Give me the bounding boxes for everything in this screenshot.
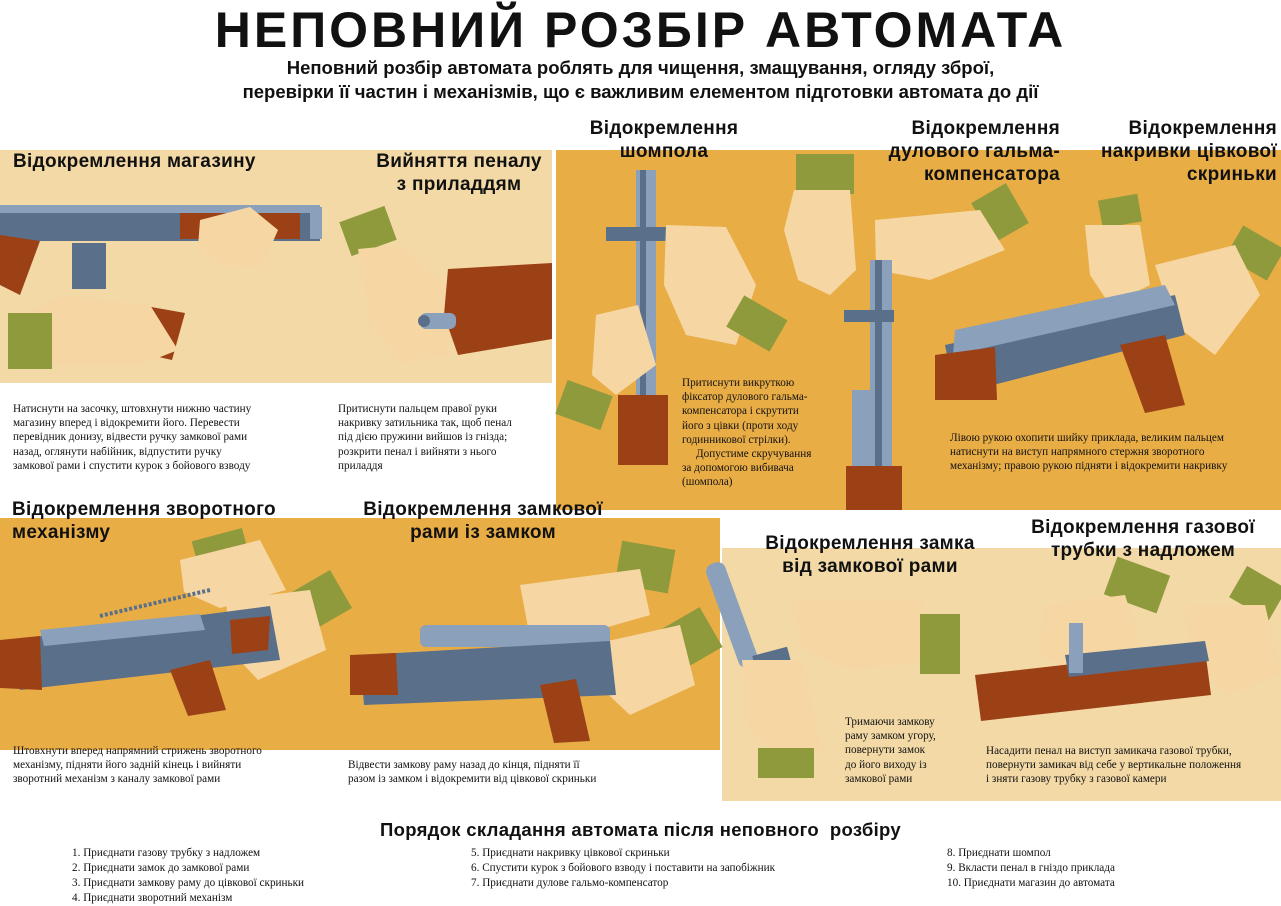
- caption-line: Лівою рукою охопити шийку приклада, вели…: [950, 432, 1224, 444]
- caption-line: механізму, підняти його задній кінець і …: [13, 759, 242, 772]
- illustration-cleaning-rod: [555, 170, 788, 465]
- heading-line: трубки з надложем: [1050, 540, 1236, 561]
- heading-line: Відокремлення магазину: [13, 151, 256, 172]
- assembly-list-item: 10. Приєднати магазин до автомата: [947, 877, 1115, 889]
- caption-line: повернути замок: [845, 744, 926, 757]
- caption-line: разом із замком і відокремити від цівков…: [348, 773, 597, 786]
- step-caption-gas-tube: Насадити пенал на виступ замикача газово…: [986, 744, 1276, 787]
- caption-line: і зняти газову трубку з газової камери: [986, 773, 1167, 786]
- illustration-bolt-carrier: [350, 540, 723, 743]
- heading-line: Відокремлення зворотного: [12, 499, 276, 520]
- assembly-list-item: 8. Приєднати шомпол: [947, 847, 1051, 859]
- caption-line: натиснути на виступ напрямного стержня з…: [950, 446, 1205, 459]
- caption-line: за допомогою вибивача: [682, 462, 794, 475]
- step-caption-muzzle-brake: Притиснути викруткою фіксатор дулового г…: [682, 376, 830, 490]
- illustration-bolt-removal: [706, 562, 960, 778]
- assembly-heading: Порядок складання автомата після неповно…: [380, 819, 901, 840]
- assembly-list-column-2: 5. Приєднати накривку цівкової скриньки …: [471, 846, 775, 891]
- page-subtitle-line-1: Неповний розбір автомата роблять для чищ…: [286, 57, 995, 78]
- step-caption-penal: Притиснути пальцем правої руки накривку …: [338, 402, 543, 473]
- assembly-list-item: 4. Приєднати зворотний механізм: [72, 892, 233, 904]
- step-heading-muzzle-brake: Відокремлення дулового гальма- компенсат…: [864, 117, 1060, 186]
- assembly-list-item: 7. Приєднати дулове гальмо-компенсатор: [471, 877, 669, 889]
- heading-line: дулового гальма-: [888, 141, 1060, 162]
- caption-line: Натиснути на засочку, штовхнути нижню ча…: [13, 403, 252, 415]
- caption-line: (шомпола): [682, 476, 733, 489]
- caption-line: замкової рами: [845, 772, 913, 785]
- heading-line: Відокремлення замкової: [363, 499, 603, 520]
- step-heading-recoil-mechanism: Відокремлення зворотного механізму: [12, 498, 276, 544]
- caption-line: зворотний механізм з каналу замкової рам…: [13, 773, 221, 786]
- caption-line: Насадити пенал на виступ замикача газово…: [986, 745, 1232, 757]
- caption-line: до його виходу із: [845, 758, 927, 771]
- heading-line: Відокремлення: [1128, 118, 1277, 139]
- caption-line: раму замком угору,: [845, 730, 936, 743]
- heading-line: Вийняття пеналу: [376, 151, 542, 172]
- caption-line: Штовхнути вперед напрямний стрижень звор…: [13, 745, 262, 757]
- heading-line: накривки цівкової: [1101, 141, 1277, 162]
- caption-line: Тримаючи замкову: [845, 716, 935, 728]
- caption-line: компенсатора і скрутити: [682, 405, 799, 418]
- assembly-list-column-1: 1. Приєднати газову трубку з надложем 2.…: [72, 846, 304, 906]
- illustration-receiver-cover: [935, 193, 1281, 413]
- step-heading-cleaning-rod: Відокремлення шомпола: [560, 117, 768, 163]
- assembly-list-item: 6. Спустити курок з бойового взводу і по…: [471, 862, 776, 874]
- step-caption-receiver-cover: Лівою рукою охопити шийку приклада, вели…: [950, 431, 1276, 474]
- caption-line: повернути замикач від себе у вертикальне…: [986, 759, 1242, 772]
- heading-line: від замкової рами: [782, 556, 958, 577]
- heading-line: з приладдям: [396, 174, 522, 195]
- heading-line: шомпола: [619, 141, 709, 162]
- assembly-list-item: 1. Приєднати газову трубку з надложем: [72, 847, 261, 859]
- heading-line: скриньки: [1186, 164, 1277, 185]
- step-heading-receiver-cover: Відокремлення накривки цівкової скриньки: [1081, 117, 1277, 186]
- step-caption-bolt: Тримаючи замкову раму замком угору, пове…: [845, 715, 951, 786]
- caption-line: Відвести замкову раму назад до кінця, пі…: [348, 759, 580, 771]
- caption-line: накривку затильника так, щоб пенал: [338, 417, 512, 430]
- heading-line: Відокремлення газової: [1031, 517, 1255, 538]
- caption-line: Допустиме скручування: [696, 448, 812, 461]
- heading-line: Відокремлення: [589, 118, 739, 139]
- caption-line: годинникової стрілки).: [682, 433, 791, 446]
- assembly-list-item: 3. Приєднати замкову раму до цівкової ск…: [72, 877, 305, 889]
- step-heading-penal: Вийняття пеналу з приладдям: [366, 150, 552, 196]
- caption-line: фіксатор дулового гальма-: [682, 391, 808, 404]
- step-heading-bolt-carrier: Відокремлення замкової рами із замком: [340, 498, 626, 544]
- illustration-penal-removal: [339, 205, 552, 363]
- caption-line: Притиснути пальцем правої руки: [338, 403, 498, 415]
- caption-line: під дією пружини вийшов із гнізда;: [338, 431, 508, 444]
- heading-line: Відокремлення: [911, 118, 1060, 139]
- caption-line: магазину вперед і відокремити його. Пере…: [13, 417, 240, 430]
- heading-line: Відокремлення замка: [765, 533, 975, 554]
- heading-line: рами із замком: [410, 522, 556, 543]
- page-subtitle-line-2: перевірки її частин і механізмів, що є в…: [242, 81, 1039, 102]
- step-caption-magazine: Натиснути на засочку, штовхнути нижню ча…: [13, 402, 301, 473]
- assembly-list-item: 9. Вкласти пенал в гніздо приклада: [947, 862, 1115, 874]
- assembly-list-column-3: 8. Приєднати шомпол 9. Вкласти пенал в г…: [947, 846, 1115, 891]
- heading-line: механізму: [12, 522, 111, 543]
- step-heading-gas-tube: Відокремлення газової трубки з надложем: [1010, 516, 1276, 562]
- step-heading-magazine: Відокремлення магазину: [13, 150, 256, 173]
- illustration-gas-tube: [975, 556, 1281, 721]
- illustration-recoil-mechanism: [0, 527, 353, 716]
- caption-line: механізму; правою рукою підняти і відокр…: [950, 460, 1228, 473]
- illustration-muzzle-brake: [784, 154, 1029, 510]
- page-title: НЕПОВНИЙ РОЗБІР АВТОМАТА: [214, 2, 1067, 58]
- caption-line: Притиснути викруткою: [682, 377, 795, 389]
- caption-line: розкрити пенал і вийняти з нього: [338, 445, 497, 458]
- assembly-list-item: 5. Приєднати накривку цівкової скриньки: [471, 847, 670, 859]
- step-heading-bolt: Відокремлення замка від замкової рами: [745, 532, 995, 578]
- heading-line: компенсатора: [924, 164, 1060, 185]
- caption-line: назад, оглянути набійник, відпустити руч…: [13, 445, 222, 458]
- assembly-list-item: 2. Приєднати замок до замкової рами: [72, 862, 250, 874]
- caption-line: його з цівки (проти ходу: [682, 419, 799, 432]
- illustration-magazine-removal: [0, 205, 322, 369]
- step-caption-bolt-carrier: Відвести замкову раму назад до кінця, пі…: [348, 758, 638, 786]
- caption-line: приладдя: [338, 459, 383, 472]
- caption-line: перевідник донизу, відвести ручку замков…: [13, 431, 248, 444]
- step-caption-recoil-mechanism: Штовхнути вперед напрямний стрижень звор…: [13, 744, 295, 787]
- caption-line: замкової рами і спустити курок з бойовог…: [13, 459, 251, 472]
